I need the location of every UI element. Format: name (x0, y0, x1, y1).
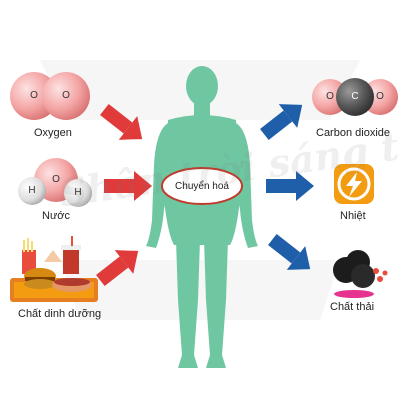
arrow-body-to-co2 (260, 104, 303, 140)
heat-label: Nhiệt (340, 210, 366, 222)
water-label: Nước (42, 210, 71, 222)
water-atom-letter-h2: H (74, 187, 82, 198)
input-arrows (96, 104, 152, 286)
water-atom-letter-o: O (52, 174, 60, 185)
nutrients-label: Chất dinh dưỡng (18, 308, 102, 320)
oxygen-label: Oxygen (34, 127, 72, 139)
waste-label: Chất thải (330, 301, 375, 313)
oxygen-atom-letter-1: O (30, 90, 38, 101)
oxygen-atom-letter-2: O (62, 90, 70, 101)
carbon-dioxide-molecule-icon (312, 78, 398, 116)
heat-icon (334, 164, 374, 204)
water-molecule-icon (18, 158, 92, 207)
co2-atom-letter-o2: O (376, 91, 384, 102)
metabolism-label: Chuyển hoá (175, 180, 229, 192)
co2-atom-letter-o1: O (326, 91, 334, 102)
arrow-body-to-heat (266, 171, 314, 201)
arrow-body-to-waste (268, 234, 311, 270)
arrow-food-to-body (96, 250, 139, 286)
water-atom-letter-h1: H (28, 185, 36, 196)
co2-atom-letter-c: C (351, 91, 359, 102)
oxygen-molecule-icon (10, 72, 90, 120)
arrow-oxygen-to-body (100, 104, 143, 140)
arrow-water-to-body (104, 171, 152, 201)
metabolism-ellipse (161, 167, 243, 205)
food-tray-icon (10, 236, 98, 302)
output-arrows (260, 104, 314, 270)
waste-icon (333, 250, 388, 298)
carbon-dioxide-label: Carbon dioxide (316, 127, 390, 139)
